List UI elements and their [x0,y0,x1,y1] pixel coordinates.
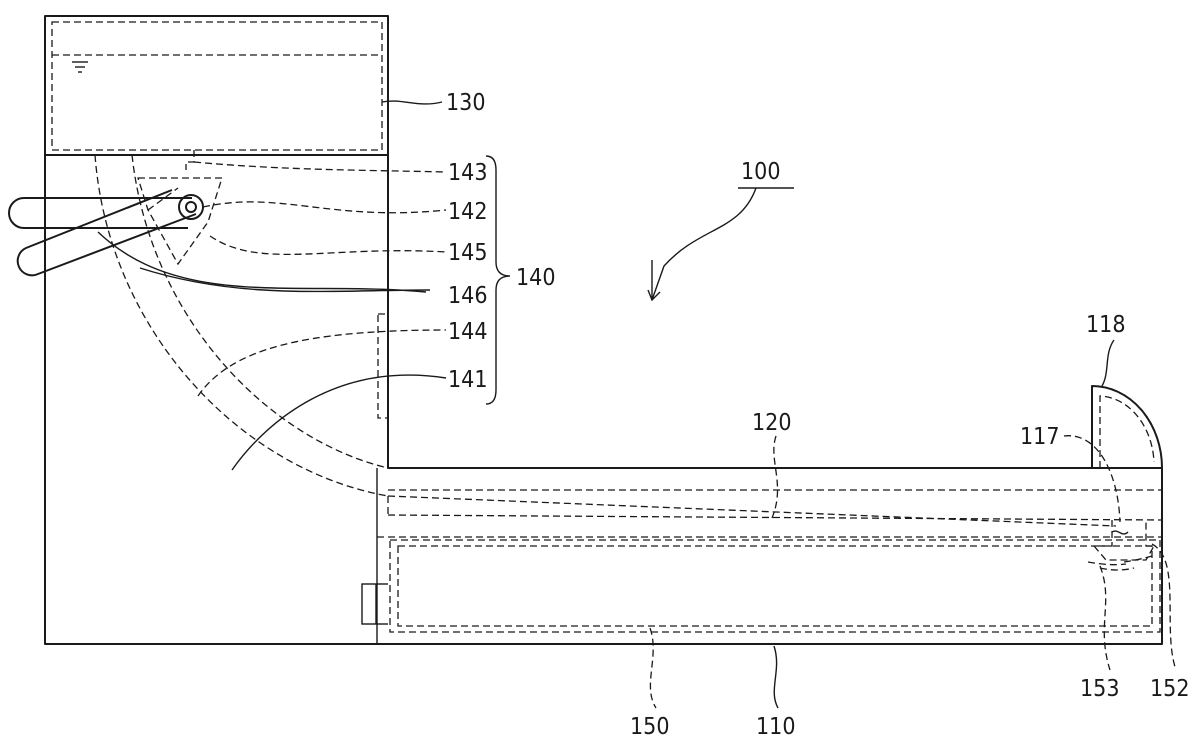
housing-body [45,16,1162,644]
label-100: 100 [741,159,781,185]
label-142: 142 [448,199,488,225]
label-118: 118 [1086,312,1126,338]
label-120: 120 [752,410,792,436]
label-150: 150 [630,714,670,740]
label-152: 152 [1150,676,1190,702]
handle-arms [9,190,196,275]
label-144: 144 [448,319,488,345]
label-143: 143 [448,160,488,186]
label-110: 110 [756,714,796,740]
label-153: 153 [1080,676,1120,702]
label-145: 145 [448,240,488,266]
leader-lines [98,101,1176,708]
label-117: 117 [1020,424,1060,450]
water-level-icon [72,62,88,72]
label-146: 146 [448,283,488,309]
label-130: 130 [446,90,486,116]
reference-labels: 130 143 142 145 146 144 141 140 100 120 … [446,90,1190,740]
tray [377,490,1162,537]
label-140: 140 [516,265,556,291]
curved-channel [95,155,1116,526]
drawer [362,540,1160,632]
nozzle [1088,520,1154,570]
water-tank [52,22,382,170]
label-141: 141 [448,367,488,393]
side-panel [378,314,388,418]
